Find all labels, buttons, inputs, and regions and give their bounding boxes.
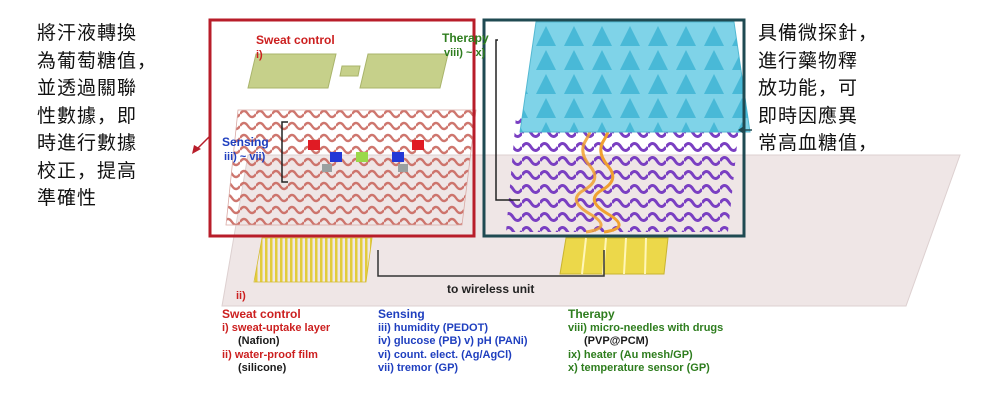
sweat-uptake-pad-small <box>339 65 361 77</box>
sweat-uptake-pad-right <box>359 53 449 89</box>
legend-sweat-line: (Nafion) <box>238 335 280 348</box>
legend-sweat-line: (silicone) <box>238 361 287 374</box>
sweat-sensing-highlight-box <box>208 18 476 238</box>
legend-sensing: Sensing iii) humidity (PEDOT) iv) glucos… <box>378 307 528 375</box>
sensor-green <box>356 152 368 162</box>
wireless-connector <box>377 250 605 277</box>
base-label: ii) <box>236 290 246 302</box>
sensing-sub: iii) ~ vii) <box>224 151 266 163</box>
sweat-control-label: Sweat control <box>256 33 335 47</box>
sensor-red-1 <box>308 140 320 150</box>
sensor-blue-1 <box>330 152 342 162</box>
sweat-control-sub: i) <box>256 49 263 61</box>
legend-therapy-line: viii) micro-needles with drugs <box>568 322 724 335</box>
tremor-electrode <box>253 237 373 283</box>
left-annotation: 將汗液轉換 為葡萄糖值， 並透過關聯 性數據，即 時進行數據 校正，提高 準確性 <box>37 22 158 209</box>
sensor-blue-2 <box>392 152 404 162</box>
therapy-mesh <box>506 116 740 232</box>
legend-therapy-line: x) temperature sensor (GP) <box>568 361 710 374</box>
therapy-label: Therapy <box>442 31 489 45</box>
sensor-red-2 <box>412 140 424 150</box>
wireless-label: to wireless unit <box>447 282 535 296</box>
legend-sensing-line: vi) count. elect. (Ag/AgCl) <box>378 348 512 361</box>
sensing-label: Sensing <box>222 135 269 149</box>
legend-sensing-line: iv) glucose (PB) v) pH (PANi) <box>378 335 528 348</box>
legend-sensing-line: vii) tremor (GP) <box>378 361 459 374</box>
legend-sweat: Sweat control i) sweat-uptake layer (Naf… <box>222 307 331 375</box>
therapy-sub: viii) ~ x) <box>444 47 486 59</box>
sensing-mesh <box>226 110 476 225</box>
legend-therapy-line: (PVP@PCM) <box>584 335 649 348</box>
legend-sweat-line: ii) water-proof film <box>222 348 318 361</box>
legend-sensing-title: Sensing <box>378 307 425 321</box>
legend: Sweat control i) sweat-uptake layer (Naf… <box>222 307 782 408</box>
legend-therapy-title: Therapy <box>568 307 615 321</box>
legend-sweat-title: Sweat control <box>222 307 301 321</box>
heater-pads <box>559 237 669 275</box>
legend-sweat-line: i) sweat-uptake layer <box>222 322 331 335</box>
legend-therapy: Therapy viii) micro-needles with drugs (… <box>568 307 724 375</box>
sweat-uptake-pad-left <box>247 53 337 89</box>
legend-sensing-line: iii) humidity (PEDOT) <box>378 322 488 335</box>
legend-therapy-line: ix) heater (Au mesh/GP) <box>568 348 693 361</box>
